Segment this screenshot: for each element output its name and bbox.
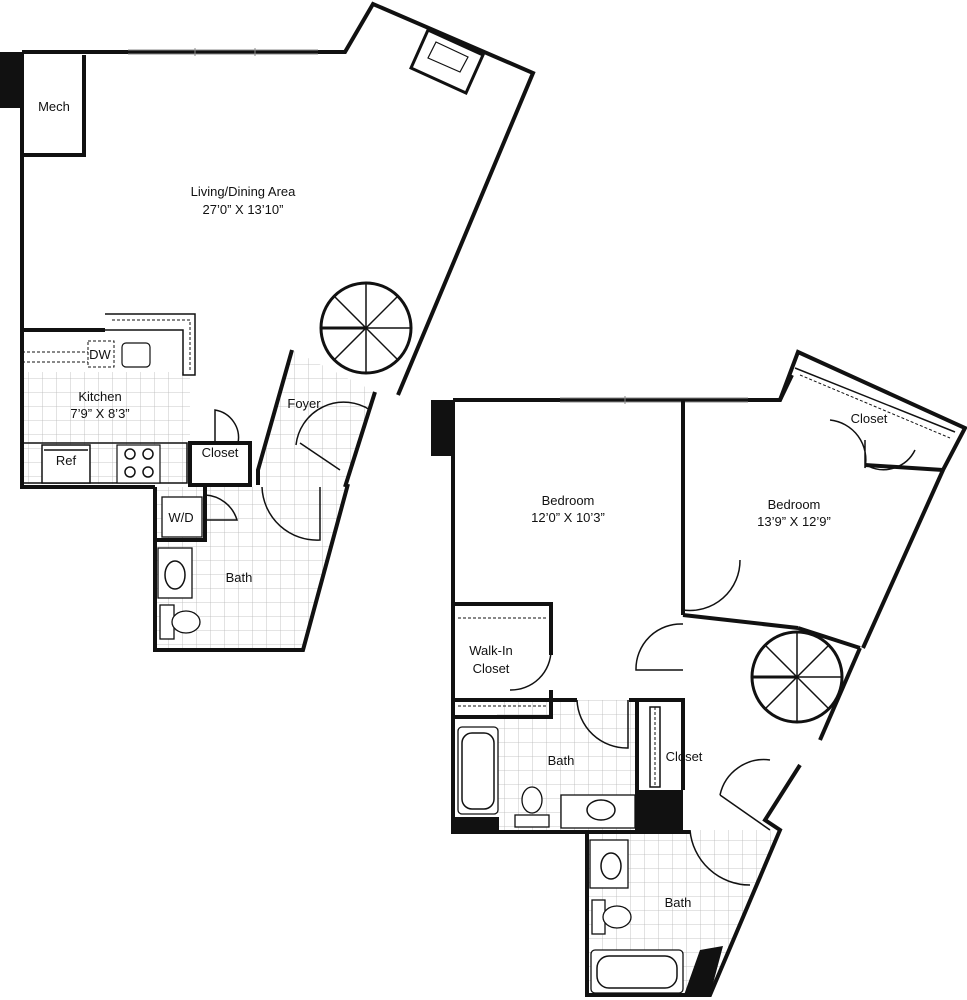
bedroom1-dims: 12’0” X 10’3” — [531, 510, 605, 525]
dishwasher-label: DW — [89, 347, 111, 362]
foyer-label: Foyer — [287, 396, 321, 411]
kitchen-label: Kitchen — [78, 389, 121, 404]
wall-block-upper-left — [431, 400, 453, 456]
lower-level: Mech Living/Dining Area 27’0” X 13’10” D… — [0, 1, 536, 652]
fireplace-icon — [409, 28, 485, 95]
walkin-closet-label-line2: Closet — [473, 661, 510, 676]
sink-icon — [121, 342, 151, 368]
wall-block-bath-left — [453, 817, 499, 833]
kitchen-closet-label: Closet — [202, 445, 239, 460]
washer-dryer-icon — [161, 496, 203, 538]
lower-bath-label: Bath — [226, 570, 253, 585]
top-closet-label: Closet — [851, 411, 888, 426]
living-dining-dims: 27’0” X 13’10” — [203, 202, 284, 217]
hall-closet-label: Closet — [666, 749, 703, 764]
bedroom1-label: Bedroom — [542, 493, 595, 508]
refrigerator-label: Ref — [56, 453, 77, 468]
bedroom2-dims: 13’9” X 12’9” — [757, 514, 831, 529]
washer-dryer-label: W/D — [168, 510, 193, 525]
living-dining-label: Living/Dining Area — [191, 184, 297, 199]
wall-block-left — [0, 52, 22, 108]
walkin-closet-label-line1: Walk-In — [469, 643, 513, 658]
bath-lower-fixtures — [157, 547, 201, 640]
refrigerator-icon — [41, 444, 91, 484]
upper-level: Bedroom 12’0” X 10’3” Bedroom 13’9” X 12… — [431, 349, 967, 997]
center-bath-fixtures — [457, 726, 636, 829]
mech-label: Mech — [38, 99, 70, 114]
bottom-bath-fixtures — [589, 839, 684, 994]
bottom-bath-label: Bath — [665, 895, 692, 910]
spiral-stair-upper-icon — [750, 630, 844, 724]
wall-block-closet — [637, 790, 683, 832]
center-bath-label: Bath — [548, 753, 575, 768]
kitchen-dims: 7’9” X 8’3” — [70, 406, 129, 421]
stove-icon — [116, 444, 161, 484]
foyer-floor-tile — [258, 350, 375, 487]
bedroom2-label: Bedroom — [768, 497, 821, 512]
spiral-stair-lower-icon — [319, 281, 413, 375]
